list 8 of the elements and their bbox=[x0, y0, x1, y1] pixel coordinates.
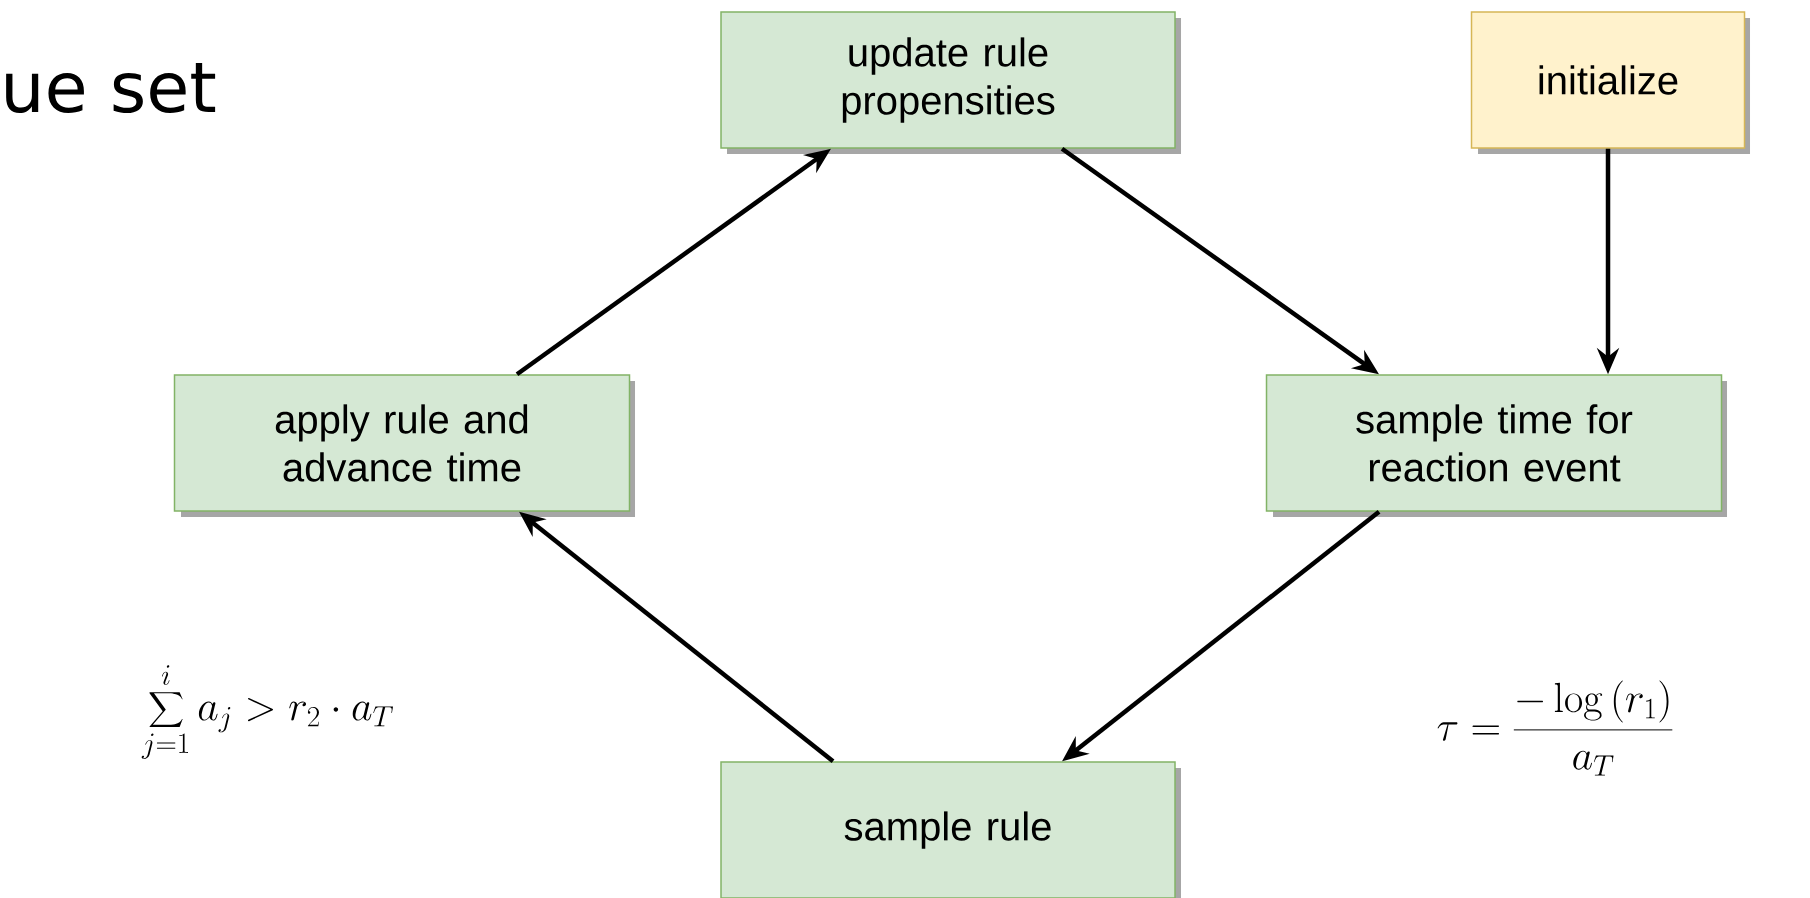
formula: $\tau = \frac{-\log\left(r_1\right)}{a_T}$ bbox=[1437, 680, 1673, 776]
process-box: apply rule and advance time bbox=[173, 374, 635, 517]
formula: $\sum_{j=1}^{i} a_j > r_2 \cdot a_T$ bbox=[141, 665, 393, 759]
process-box: initialize bbox=[1470, 11, 1750, 154]
process-box: update rule propensities bbox=[720, 11, 1181, 154]
process-box: sample rule bbox=[720, 761, 1181, 898]
process-box: sample time for reaction event bbox=[1265, 374, 1727, 517]
title-fragment: ue set bbox=[6, 62, 216, 114]
